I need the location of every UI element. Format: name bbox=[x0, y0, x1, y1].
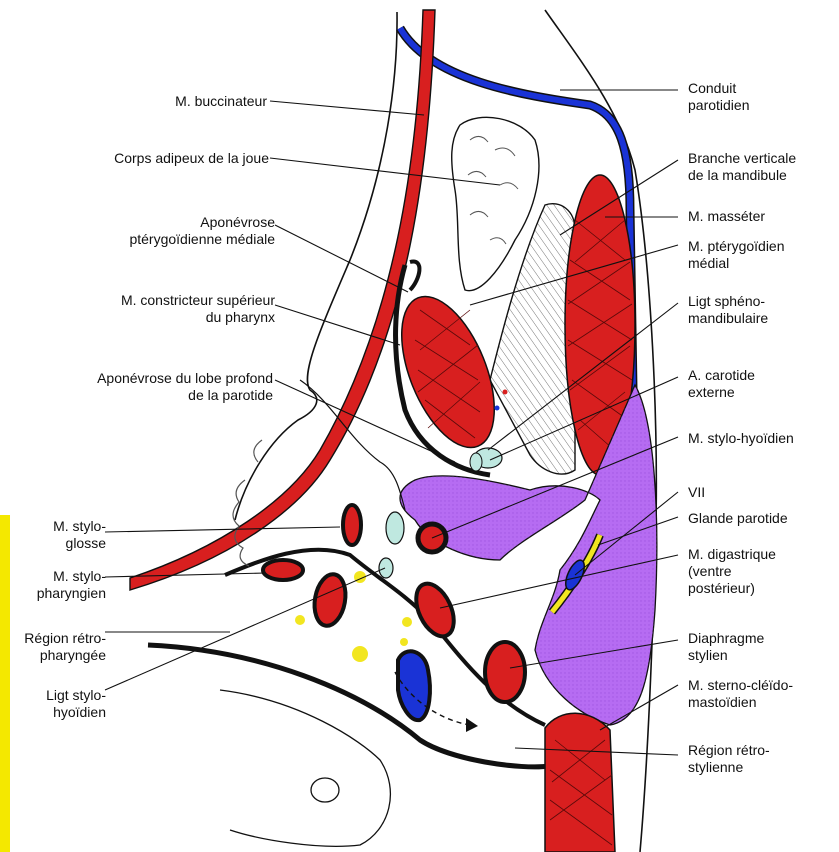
label-mandible-branch: Branche verticale de la mandibule bbox=[688, 150, 796, 184]
nerve-dot-5 bbox=[400, 638, 408, 646]
stylo-hyoid-ligament-2 bbox=[379, 558, 393, 578]
label-stylo-pharyngeal: M. stylo- pharyngien bbox=[37, 568, 106, 602]
retro-styloid-arrow-head bbox=[466, 718, 478, 732]
vertebra-hole bbox=[311, 778, 339, 802]
label-medial-pterygoid: M. ptérygoïdien médial bbox=[688, 238, 785, 272]
vessel-dot-blue bbox=[495, 406, 500, 411]
label-stylo-glossus: M. stylo- glosse bbox=[53, 518, 106, 552]
stylo-pharyngeal-muscle bbox=[263, 560, 303, 580]
retrostyloid-muscle bbox=[311, 572, 350, 628]
label-styloid-diaphragm: Diaphragme stylien bbox=[688, 630, 764, 664]
label-external-carotid: A. carotide externe bbox=[688, 367, 755, 401]
digastric-muscle bbox=[409, 578, 462, 642]
nerve-dot-2 bbox=[295, 615, 305, 625]
constrictor-line bbox=[410, 262, 419, 290]
stylo-hyoid-ligament bbox=[386, 512, 404, 544]
vessel-dot-red bbox=[503, 390, 508, 395]
ligament-small bbox=[470, 453, 482, 471]
label-masseter: M. masséter bbox=[688, 208, 765, 225]
label-retropharyngeal-region: Région rétro- pharyngée bbox=[24, 630, 106, 664]
nerve-dot-3 bbox=[352, 646, 368, 662]
label-digastric: M. digastrique (ventre postérieur) bbox=[688, 546, 776, 597]
label-buccinator: M. buccinateur bbox=[175, 93, 267, 110]
label-retrostyloid-region: Région rétro- stylienne bbox=[688, 742, 770, 776]
label-deep-lobe-fascia: Aponévrose du lobe profond de la parotid… bbox=[97, 370, 273, 404]
stylo-glossus-muscle bbox=[343, 505, 361, 545]
label-constrictor: M. constricteur supérieur du pharynx bbox=[121, 292, 275, 326]
label-parotid-gland: Glande parotide bbox=[688, 510, 788, 527]
label-stylo-hyoid-ligament: Ligt stylo- hyoïdien bbox=[46, 687, 106, 721]
vertebra-contour bbox=[220, 690, 390, 846]
nerve-dot-4 bbox=[402, 617, 412, 627]
label-scm: M. sterno-cléïdo- mastoïdien bbox=[688, 677, 793, 711]
jugular-vein bbox=[398, 651, 430, 720]
label-parotid-duct: Conduit parotidien bbox=[688, 80, 750, 114]
scm-muscle bbox=[545, 713, 615, 852]
stylian-muscle bbox=[485, 642, 525, 702]
label-stylo-hyoid: M. stylo-hyoïdien bbox=[688, 430, 794, 447]
label-spheno-mandibular: Ligt sphéno- mandibulaire bbox=[688, 293, 768, 327]
label-buccal-fat: Corps adipeux de la joue bbox=[114, 150, 269, 167]
cheek-contour bbox=[235, 12, 397, 520]
label-pterygoid-aponeurosis: Aponévrose ptérygoïdienne médiale bbox=[129, 214, 275, 248]
margin-strip bbox=[0, 515, 10, 852]
left-fat-lobules bbox=[233, 440, 262, 566]
label-facial-nerve: VII bbox=[688, 484, 705, 501]
